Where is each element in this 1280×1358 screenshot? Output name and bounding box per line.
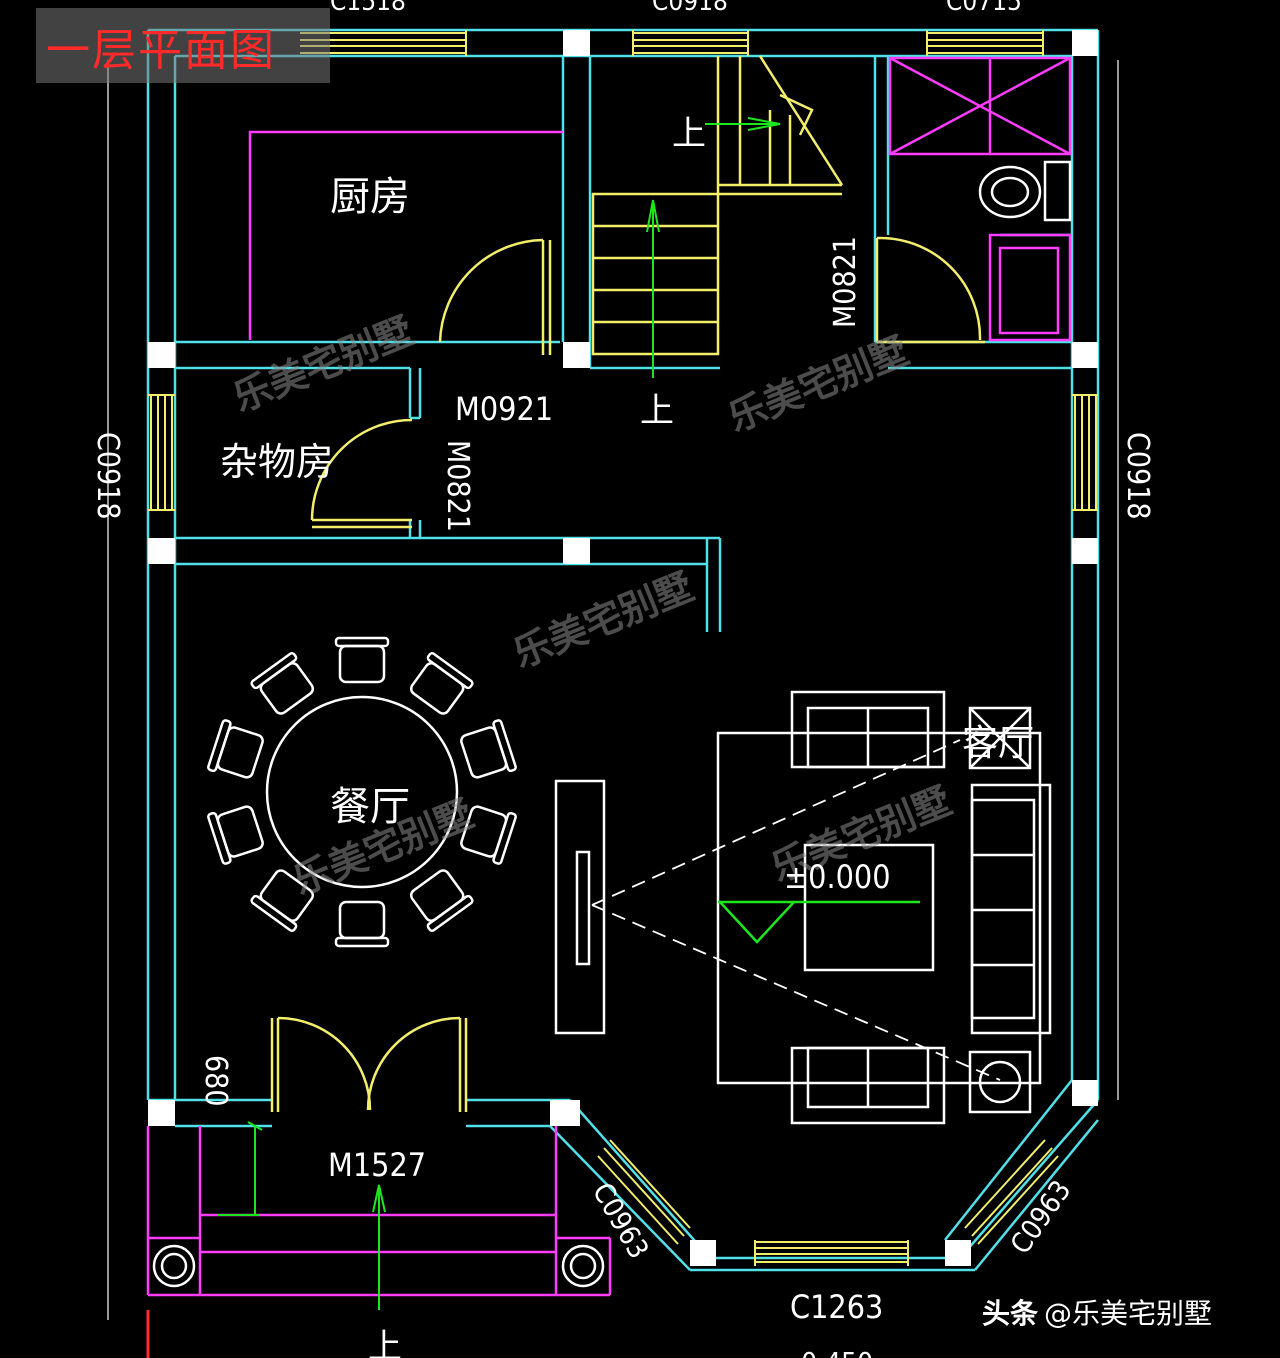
- interior-walls: [175, 56, 1072, 632]
- room-label-storage: 杂物房: [220, 440, 334, 484]
- window-label-right: C0918: [1120, 432, 1155, 520]
- elevation-marker: [718, 900, 920, 944]
- dining-table: [265, 695, 459, 889]
- pillars: [148, 30, 1098, 1266]
- dining-chair: [334, 636, 390, 684]
- doors: [270, 236, 985, 1112]
- staircase: [591, 55, 844, 356]
- watermark-text: 乐美宅别墅: [507, 564, 700, 676]
- elevation-label: ±0.000: [784, 858, 891, 896]
- window-label-bay-right: C0963: [1004, 1174, 1078, 1260]
- stair-up-label: 上: [640, 391, 674, 431]
- entrance-columns: [152, 1244, 605, 1288]
- source-credit: 头条@乐美宅别墅: [982, 1292, 1212, 1332]
- tv-view-lines: [591, 739, 1001, 1081]
- door-label-bath: M0821: [828, 236, 863, 328]
- dining-chair: [207, 719, 264, 779]
- dining-chair: [250, 869, 315, 932]
- kitchen-counter: [248, 130, 563, 340]
- door-label-storage-side: M0821: [440, 440, 475, 532]
- room-label-kitchen: 厨房: [330, 174, 410, 220]
- stair-up-label: 上: [672, 114, 706, 154]
- dining-chair: [409, 869, 474, 932]
- window-label-top-left: C1518: [330, 0, 406, 17]
- room-label-dining: 餐厅: [330, 784, 410, 830]
- window-label-bay-bottom: C1263: [790, 1288, 883, 1326]
- title-banner: [36, 8, 330, 83]
- watermark-text: 乐美宅别墅: [722, 328, 915, 440]
- door-label-storage-top: M0921: [455, 390, 553, 428]
- room-label-living: 客厅: [962, 723, 1034, 764]
- bath-fixtures: [888, 56, 1072, 342]
- dining-chair: [460, 719, 517, 779]
- exterior-walls: [146, 28, 1100, 1272]
- dimension-ticks: [107, 60, 1119, 1320]
- credit-brand: 头条: [982, 1297, 1039, 1330]
- entrance-up-label: 上: [368, 1327, 402, 1358]
- dining-chairs: [207, 636, 517, 948]
- stair-arrows: [646, 117, 781, 378]
- door-label-entrance: M1527: [328, 1146, 426, 1184]
- dining-chair: [409, 652, 474, 715]
- dining-chair: [334, 900, 390, 948]
- window-label-left: C0918: [90, 432, 125, 520]
- bottom-cut-label: -0.450: [792, 1346, 873, 1358]
- window-label-top-mid: C0918: [652, 0, 728, 17]
- dining-chair: [460, 805, 517, 865]
- dining-chair: [250, 652, 315, 715]
- dimension-label: 680: [198, 1055, 233, 1107]
- credit-handle: @乐美宅别墅: [1044, 1297, 1213, 1330]
- watermark-text: 乐美宅别墅: [227, 308, 420, 420]
- entrance-arrow: [218, 1121, 386, 1310]
- toilet-icon: [978, 160, 1072, 222]
- page-title: 一层平面图: [46, 25, 276, 76]
- window-label-top-right: C0715: [946, 0, 1022, 17]
- windows: [148, 30, 1098, 1266]
- living-furniture: [554, 690, 1052, 1125]
- dining-chair: [207, 805, 264, 865]
